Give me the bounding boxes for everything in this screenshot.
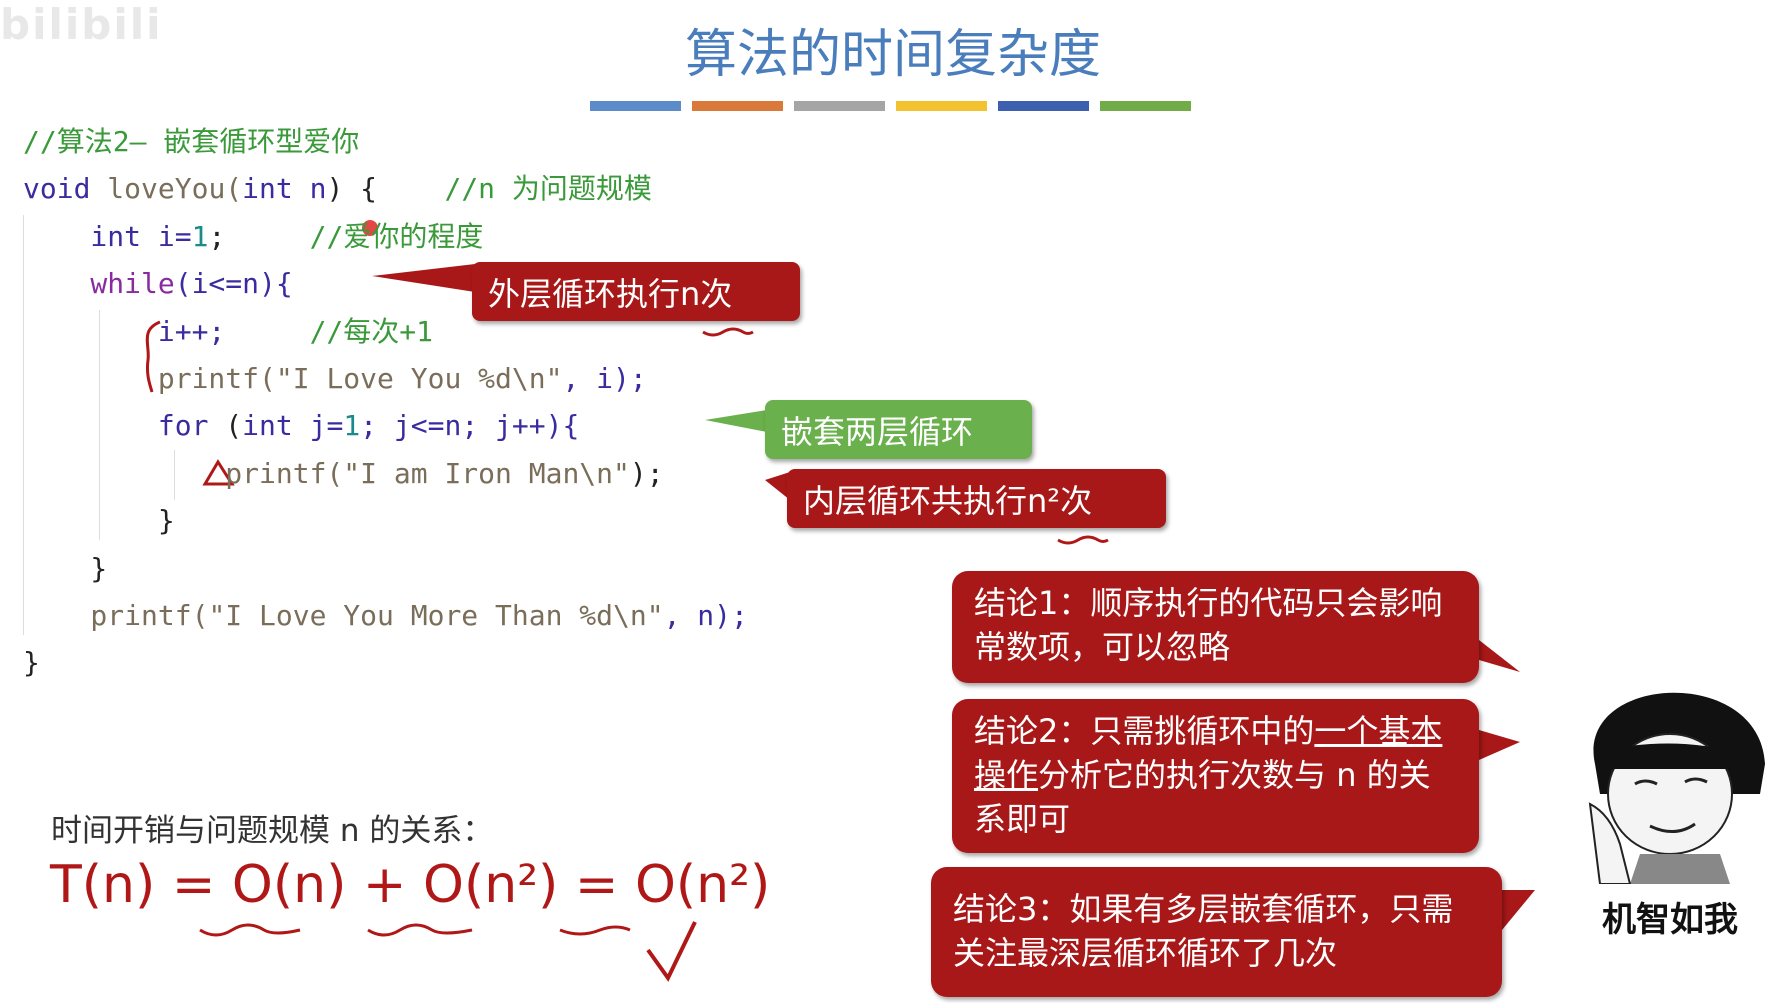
conclusion-2-emphasis: 一个基本操作 — [974, 712, 1443, 794]
code-token: , i); — [562, 361, 647, 395]
code-token: //爱你的程度 — [309, 219, 484, 253]
code-token: i= — [141, 219, 192, 253]
code-token: loveYou( — [90, 172, 243, 206]
color-bar — [692, 101, 783, 111]
conclusion-3: 结论3：如果有多层嵌套循环，只需关注最深层循环循环了几次 — [931, 867, 1502, 997]
code-token: ) { — [326, 172, 445, 206]
code-token: } — [23, 504, 175, 538]
indent-guide — [174, 450, 175, 500]
inner-loop-callout: 内层循环共执行n²次 — [787, 469, 1166, 528]
code-token: "I Love You %d\n" — [275, 361, 563, 395]
code-token: , n); — [663, 598, 748, 632]
code-token: ( — [208, 409, 243, 443]
code-line: printf("I Love You %d\n", i); — [23, 355, 748, 402]
color-bar — [998, 101, 1089, 111]
code-line: } — [23, 497, 748, 544]
conclusion-1: 结论1：顺序执行的代码只会影响常数项，可以忽略 — [952, 571, 1479, 683]
indent-guide — [23, 215, 24, 635]
code-line: void loveYou(int n) { //n 为问题规模 — [23, 165, 748, 212]
underline-mark — [199, 923, 301, 937]
code-line: } — [23, 639, 748, 686]
brace-mark — [145, 320, 161, 393]
code-line: printf("I Love You More Than %d\n", n); — [23, 592, 748, 639]
code-line: while(i<=n){ — [23, 260, 748, 307]
conclusion-2-text: 结论2：只需挑循环中的 — [974, 712, 1315, 750]
code-token: ; — [208, 219, 310, 253]
color-bar — [896, 101, 987, 111]
code-token: int — [242, 172, 293, 206]
nested-loop-callout: 嵌套两层循环 — [765, 400, 1032, 459]
conclusion-1-pointer — [1479, 640, 1520, 672]
watermark: bilibili — [0, 0, 163, 49]
code-line: } — [23, 545, 748, 592]
color-bar — [590, 101, 681, 111]
code-line: //算法2— 嵌套循环型爱你 — [23, 118, 748, 165]
complexity-formula: T(n) = O(n) + O(n²) = O(n²) — [50, 855, 771, 915]
code-token: } — [23, 551, 108, 585]
code-token: printf( — [23, 361, 276, 395]
code-line: for (int j=1; j<=n; j++){ — [23, 402, 748, 449]
code-token: } — [23, 646, 40, 680]
checkmark — [646, 921, 697, 982]
code-token: printf( — [23, 456, 344, 490]
code-token: ; j<=n; j++){ — [360, 409, 580, 443]
color-bar — [1100, 101, 1191, 111]
underline-mark — [559, 925, 631, 936]
meme-caption: 机智如我 — [1602, 900, 1738, 940]
code-line: int i=1; //爱你的程度 — [23, 213, 748, 260]
code-token: "I Love You More Than %d\n" — [208, 598, 664, 632]
code-token: 1 — [343, 409, 361, 443]
code-token: 1 — [191, 219, 209, 253]
conclusion-3-pointer — [1502, 890, 1535, 930]
code-token: printf( — [23, 598, 209, 632]
inner-callout-pointer — [765, 472, 790, 500]
code-token: //算法2— 嵌套循环型爱你 — [23, 125, 360, 158]
underline-mark — [1057, 535, 1109, 545]
code-token: //每次+1 — [309, 314, 434, 348]
relation-label: 时间开销与问题规模 n 的关系： — [51, 813, 494, 849]
code-token: j= — [292, 409, 344, 443]
triangle-mark — [202, 459, 235, 486]
code-token: n — [292, 172, 327, 206]
conclusion-2: 结论2：只需挑循环中的一个基本操作分析它的执行次数与 n 的关系即可 — [952, 699, 1479, 853]
slide-title: 算法的时间复杂度 — [684, 25, 1101, 85]
code-token: while — [23, 267, 175, 301]
code-token: int — [23, 219, 142, 253]
color-bar — [794, 101, 885, 111]
underline-mark — [367, 923, 473, 937]
nested-callout-pointer — [705, 410, 767, 432]
indent-guide — [99, 310, 100, 540]
code-token: //n 为问题规模 — [444, 172, 652, 206]
underline-mark — [702, 327, 754, 337]
meme-face-image — [1588, 692, 1765, 884]
code-token: void — [23, 172, 91, 206]
code-token: int — [242, 409, 293, 443]
laser-pointer-dot — [362, 220, 378, 236]
outer-loop-callout: 外层循环执行n次 — [472, 262, 800, 321]
code-line: printf("I am Iron Man\n"); — [23, 450, 748, 497]
code-token: for — [23, 409, 209, 443]
conclusion-2-rest: 分析它的执行次数与 n 的关系即可 — [974, 756, 1431, 838]
code-token: "I am Iron Man\n" — [343, 456, 630, 490]
outer-callout-pointer — [372, 264, 475, 292]
conclusion-2-pointer — [1479, 730, 1520, 760]
code-token: (i<=n){ — [174, 267, 293, 301]
code-line: i++; //每次+1 — [23, 308, 748, 355]
code-token: i++; — [23, 314, 310, 348]
code-token: ); — [629, 456, 664, 490]
